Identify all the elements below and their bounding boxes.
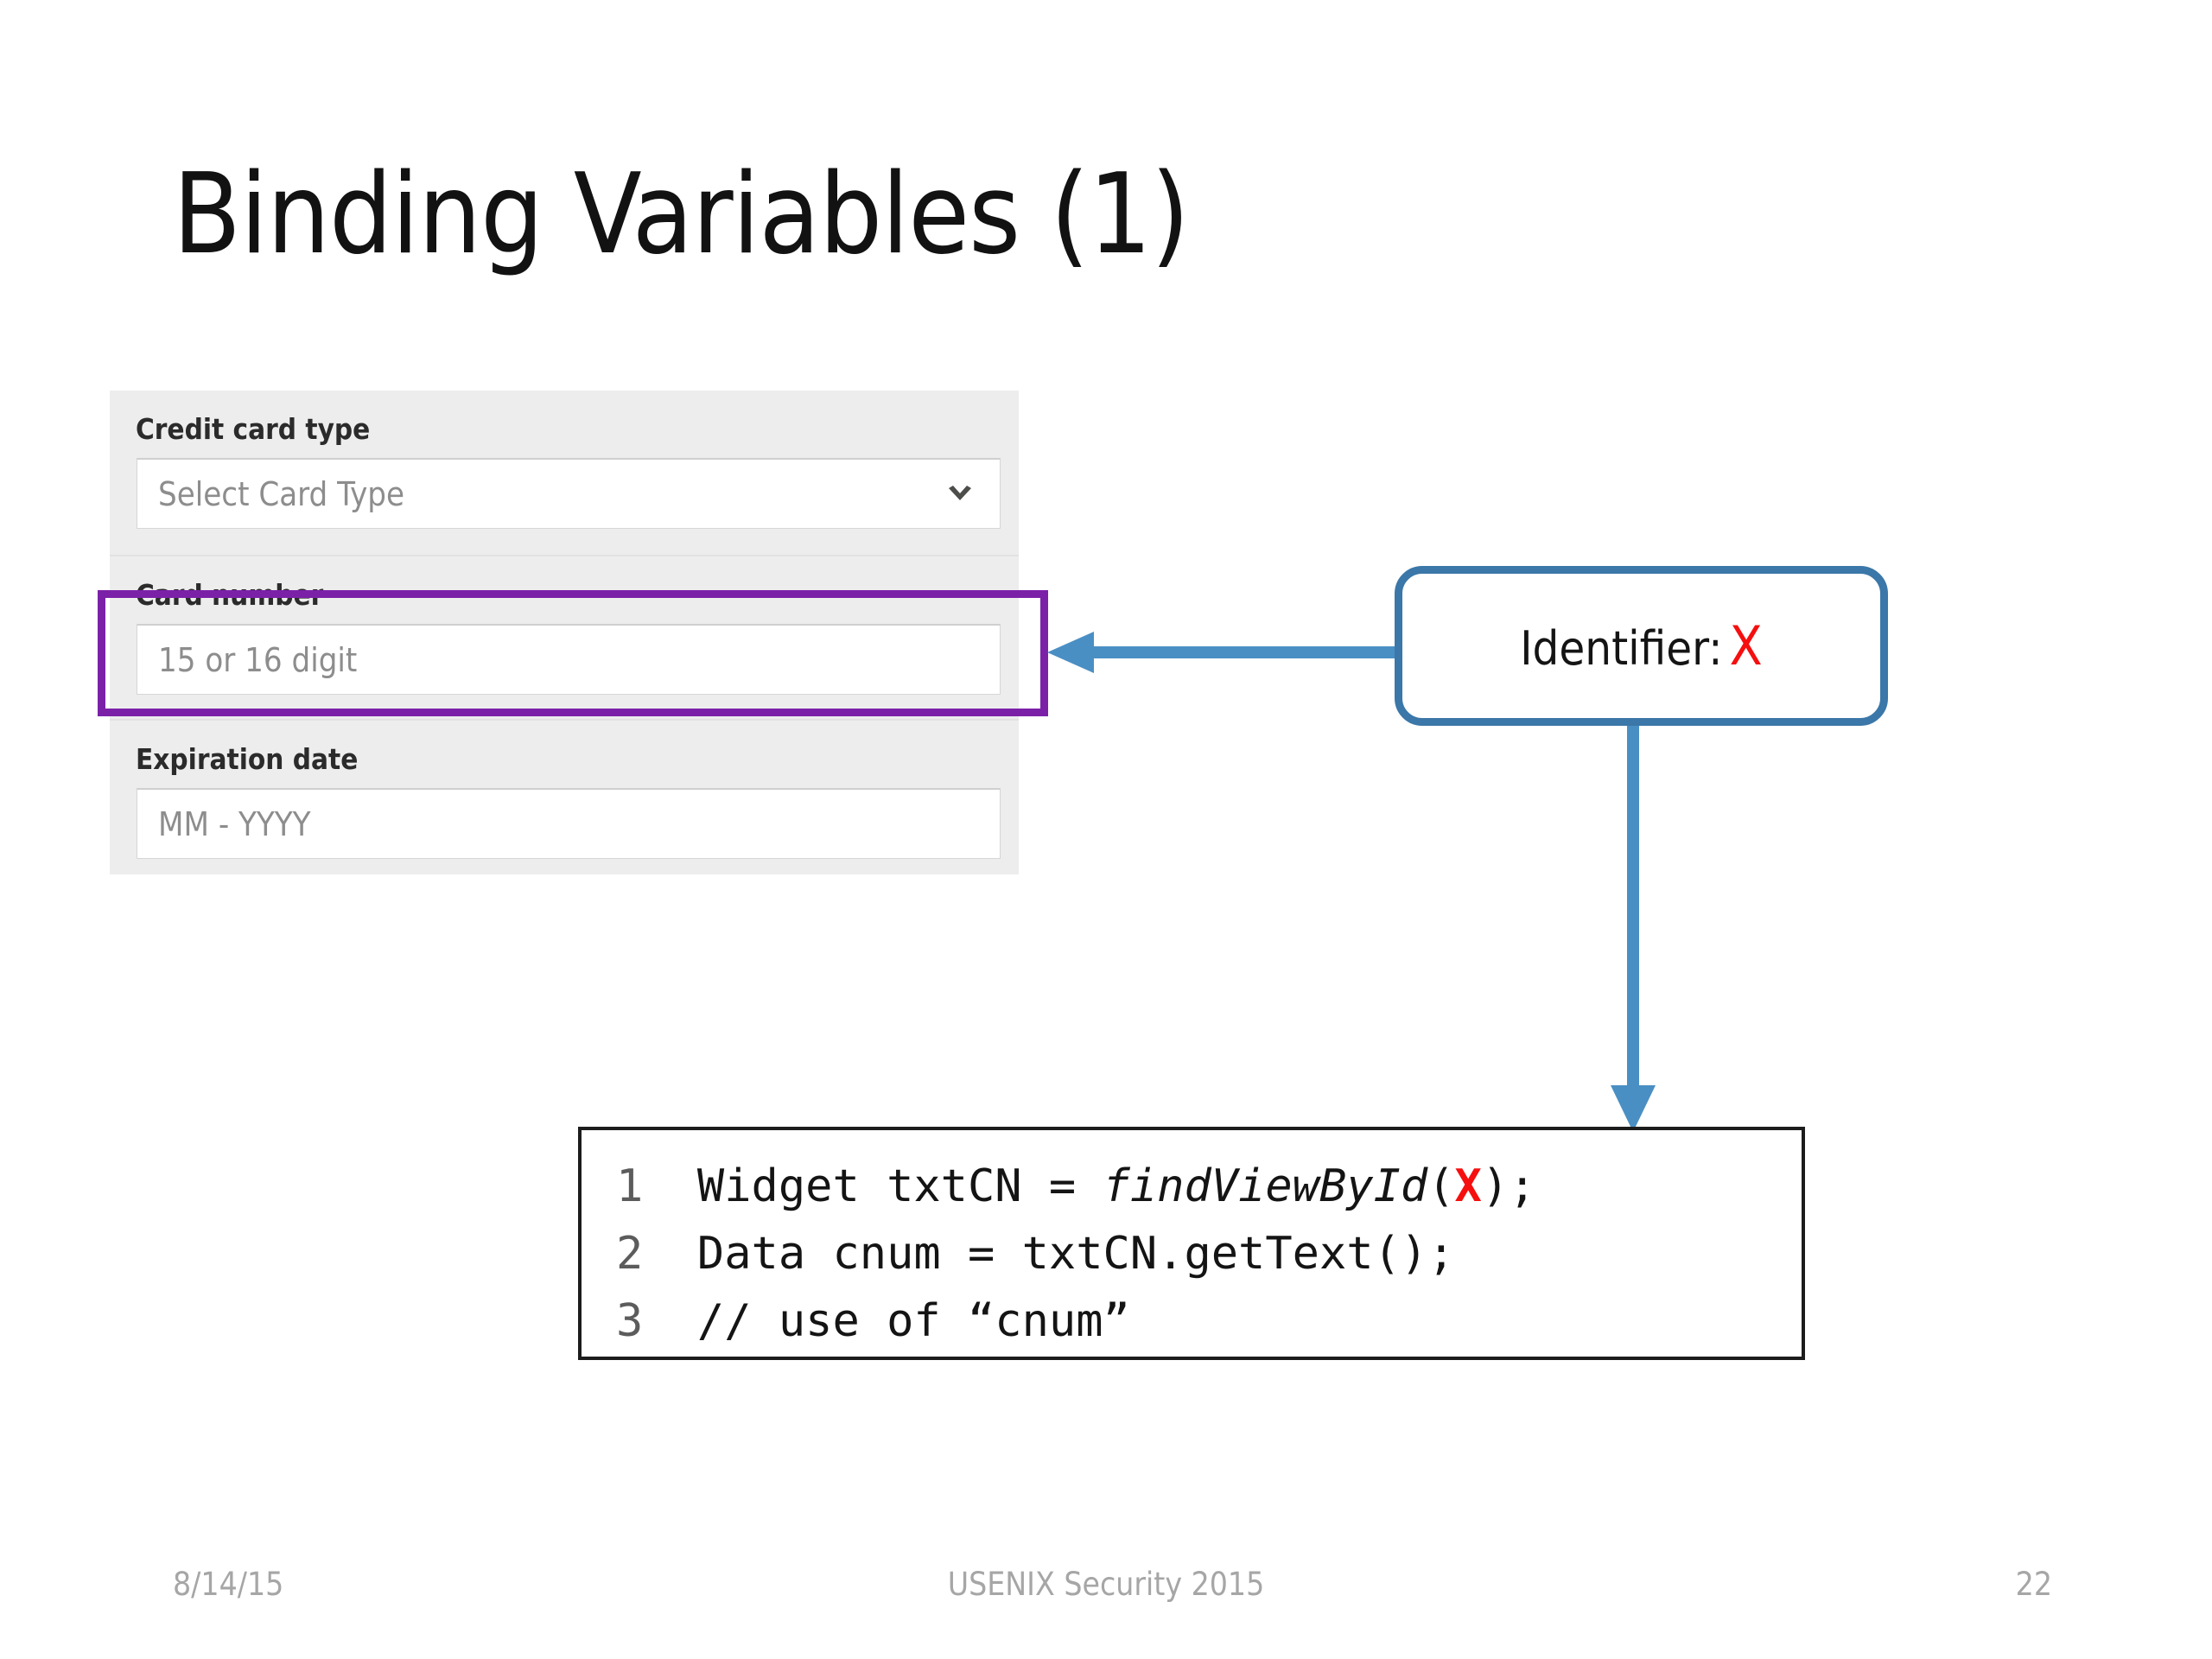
chevron-down-icon[interactable] xyxy=(944,479,976,510)
code-line-1-part-2: findViewById xyxy=(1103,1160,1428,1212)
select-card-type-placeholder: Select Card Type xyxy=(158,474,405,513)
code-line-number-1: 1 xyxy=(616,1160,697,1212)
form-group-expiration-date: Expiration date MM - YYYY xyxy=(110,719,1019,874)
form-group-credit-card-type: Credit card type Select Card Type xyxy=(110,391,1019,555)
arrow-to-code xyxy=(1611,719,1656,1132)
code-line-3-part-1: // use of “cnum” xyxy=(696,1295,1130,1347)
identifier-callout-box: Identifier:X xyxy=(1395,566,1888,726)
code-line-3: 3 // use of “cnum” xyxy=(616,1287,1802,1355)
code-snippet-block: 1 Widget txtCN = findViewById(X); 2 Data… xyxy=(578,1127,1805,1360)
code-line-1-part-1: Widget txtCN = xyxy=(696,1160,1103,1212)
field-label-expiration-date: Expiration date xyxy=(136,742,359,776)
card-number-placeholder: 15 or 16 digit xyxy=(158,640,358,679)
form-group-card-number: Card number 15 or 16 digit xyxy=(110,555,1019,719)
field-label-credit-card-type: Credit card type xyxy=(136,412,371,446)
expiration-date-input[interactable]: MM - YYYY xyxy=(137,788,1001,859)
slide-footer: 8/14/15 USENIX Security 2015 22 xyxy=(0,1566,2212,1618)
arrow-to-card-number xyxy=(1047,632,1395,673)
expiration-date-placeholder: MM - YYYY xyxy=(158,804,311,843)
footer-page-number: 22 xyxy=(2015,1566,2052,1603)
code-line-1: 1 Widget txtCN = findViewById(X); xyxy=(616,1153,1802,1220)
code-line-number-3: 3 xyxy=(616,1295,697,1347)
credit-card-form-mockup: Credit card type Select Card Type Card n… xyxy=(110,391,1019,874)
code-line-1-part-5: ); xyxy=(1481,1160,1536,1212)
code-line-2-part-1: Data cnum = txtCN.getText(); xyxy=(696,1228,1455,1280)
identifier-callout-text: Identifier:X xyxy=(1520,614,1763,677)
identifier-value: X xyxy=(1729,614,1763,677)
field-label-card-number: Card number xyxy=(136,578,324,612)
footer-date: 8/14/15 xyxy=(173,1566,284,1603)
select-card-type-input[interactable]: Select Card Type xyxy=(137,458,1001,529)
footer-conference-name: USENIX Security 2015 xyxy=(947,1566,1265,1603)
code-line-number-2: 2 xyxy=(616,1228,697,1280)
card-number-input[interactable]: 15 or 16 digit xyxy=(137,624,1001,695)
code-identifier-x: X xyxy=(1454,1160,1482,1212)
identifier-label: Identifier: xyxy=(1520,621,1723,676)
code-line-1-part-3: ( xyxy=(1427,1160,1455,1212)
code-line-2: 2 Data cnum = txtCN.getText(); xyxy=(616,1220,1802,1287)
page-title: Binding Variables (1) xyxy=(173,150,1190,279)
